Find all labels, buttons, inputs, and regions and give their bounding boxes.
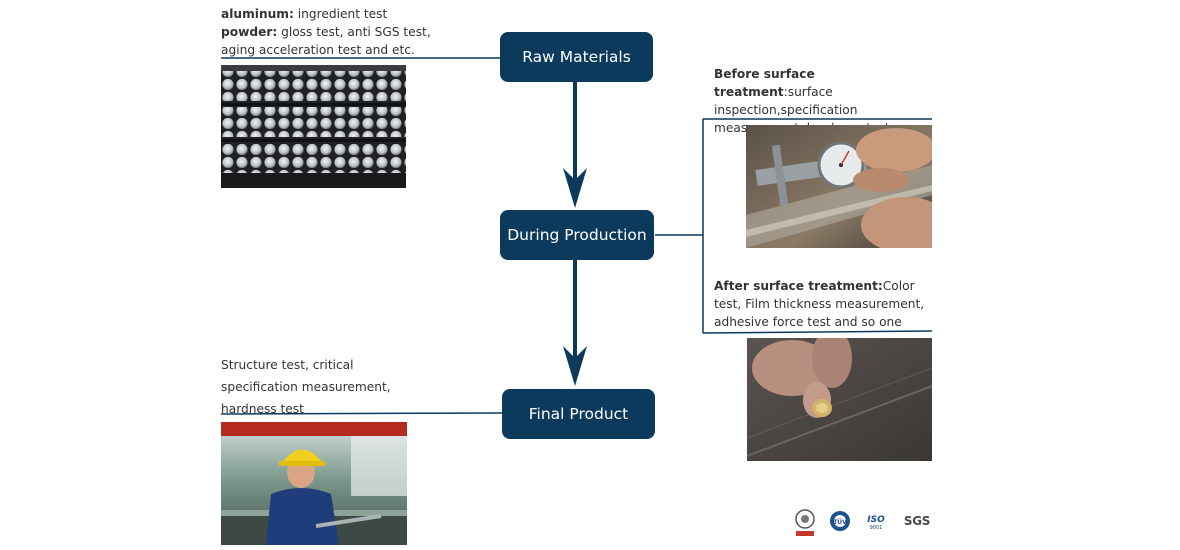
- raw-materials-note: aluminum: ingredient test powder: gloss …: [221, 5, 501, 59]
- final-product-note: Structure test, critical specification m…: [221, 354, 481, 420]
- raw-note-line3: aging acceleration test and etc.: [221, 43, 415, 57]
- after-note-underline: [702, 330, 933, 334]
- node-raw-materials: Raw Materials: [500, 32, 653, 82]
- bureau-veritas-logo: [793, 508, 817, 538]
- worker-inspection-photo: [221, 422, 407, 545]
- final-note-line1: Structure test, critical: [221, 358, 354, 372]
- caliper-inspection-photo-art: [746, 125, 932, 248]
- after-note-label: After surface treatment:: [714, 279, 883, 293]
- aluminum-bars-photo-art: [221, 65, 406, 188]
- node-during-production-label: During Production: [507, 226, 647, 244]
- node-during-production: During Production: [500, 210, 654, 260]
- iso-9001-logo: ISO 9001: [862, 509, 890, 537]
- sgs-text: SGS: [903, 514, 931, 528]
- final-note-line2: specification measurement,: [221, 380, 391, 394]
- raw-note-powder-label: powder:: [221, 25, 278, 39]
- caliper-inspection-photo: [746, 125, 932, 248]
- after-treatment-note: After surface treatment:Color test, Film…: [714, 277, 944, 331]
- before-treatment-note: Before surface treatment:surface inspect…: [714, 65, 934, 137]
- sgs-logo: SGS: [902, 511, 932, 531]
- aluminum-bars-photo: [221, 65, 406, 188]
- final-note-line3: hardness test: [221, 402, 304, 416]
- node-raw-materials-label: Raw Materials: [522, 48, 631, 66]
- final-note-leader-line: [220, 412, 503, 415]
- coin-scratch-test-photo-art: [747, 338, 932, 461]
- iso-text: ISO: [867, 515, 885, 525]
- before-note-label: Before surface treatment: [714, 67, 815, 99]
- node-final-product: Final Product: [502, 389, 655, 439]
- raw-note-powder-text: gloss test, anti SGS test,: [277, 25, 431, 39]
- arrowhead-raw-to-during: [563, 168, 587, 208]
- iso-number-text: 9001: [869, 525, 883, 531]
- tuv-text: TÜV: [833, 519, 847, 526]
- after-note-text: Color test, Film thickness measurement, …: [714, 279, 925, 329]
- tuv-logo: TÜV: [829, 510, 851, 534]
- bureau-veritas-icon: [795, 509, 815, 536]
- raw-note-aluminum-text: ingredient test: [293, 7, 388, 21]
- node-final-product-label: Final Product: [528, 405, 629, 423]
- tuv-icon: TÜV: [830, 511, 850, 531]
- coin-scratch-test-photo: [747, 338, 932, 461]
- arrowhead-during-to-final: [563, 346, 587, 386]
- worker-inspection-photo-art: [221, 422, 407, 545]
- raw-note-aluminum-label: aluminum:: [221, 7, 294, 21]
